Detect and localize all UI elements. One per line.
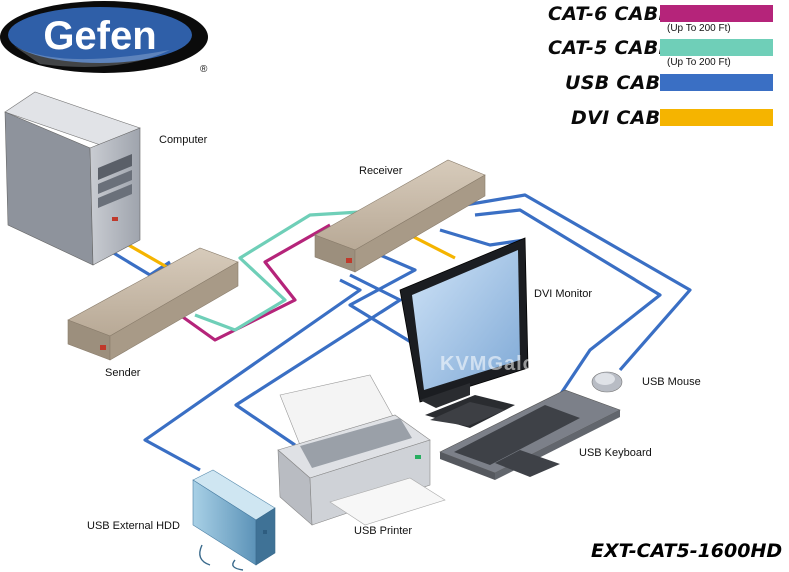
label-dvi-monitor: DVI Monitor: [534, 288, 593, 300]
label-usb-external-hdd: USB External HDD: [87, 520, 180, 532]
dvi-cable-computer: [124, 241, 173, 272]
label-receiver: Receiver: [359, 165, 403, 177]
legend-swatch-usb: [660, 74, 773, 91]
watermark-text: KVMGalore: [440, 353, 557, 375]
usb-cable-hdd: [143, 278, 362, 472]
dvi-monitor: [399, 237, 529, 428]
legend-note-cat5: (Up To 200 Ft): [667, 57, 731, 68]
legend-title-cat6: CAT-6 CABLE: [548, 3, 685, 25]
receiver-box: [314, 159, 486, 273]
dvi-cable-monitor: [409, 233, 456, 260]
usb-mouse: [591, 371, 623, 393]
label-sender: Sender: [105, 367, 141, 379]
usb-cable-monitor-rear: [439, 228, 526, 247]
gefen-logo: Gefen ®: [0, 1, 208, 75]
usb-cable-keyboard: [474, 208, 662, 396]
label-usb-printer: USB Printer: [354, 525, 413, 537]
usb-printer: [277, 374, 446, 526]
usb-external-hdd: [192, 469, 276, 571]
legend-title-dvi: DVI CABLE: [571, 107, 687, 129]
computer-tower: [4, 91, 141, 266]
logo-text: Gefen: [43, 14, 156, 58]
legend-swatch-cat5: [660, 39, 773, 56]
sender-box: [67, 247, 239, 361]
legend-title-cat5: CAT-5 CABLE: [548, 37, 685, 59]
usb-cable-mouse: [464, 193, 692, 372]
legend-title-usb: USB CABLE: [565, 72, 687, 94]
usb-keyboard: [439, 389, 621, 480]
registered-mark: ®: [200, 64, 208, 75]
legend-note-cat6: (Up To 200 Ft): [667, 23, 731, 34]
usb-cable-printer-2: [234, 273, 402, 447]
legend-swatch-dvi: [660, 109, 773, 126]
label-computer: Computer: [159, 134, 208, 146]
legend-swatch-cat6: [660, 5, 773, 22]
model-number: EXT-CAT5-1600HD: [591, 540, 783, 562]
cat5-cable: [194, 210, 361, 332]
label-usb-keyboard: USB Keyboard: [579, 447, 652, 459]
cat6-cable: [179, 223, 331, 342]
label-usb-mouse: USB Mouse: [642, 376, 701, 388]
